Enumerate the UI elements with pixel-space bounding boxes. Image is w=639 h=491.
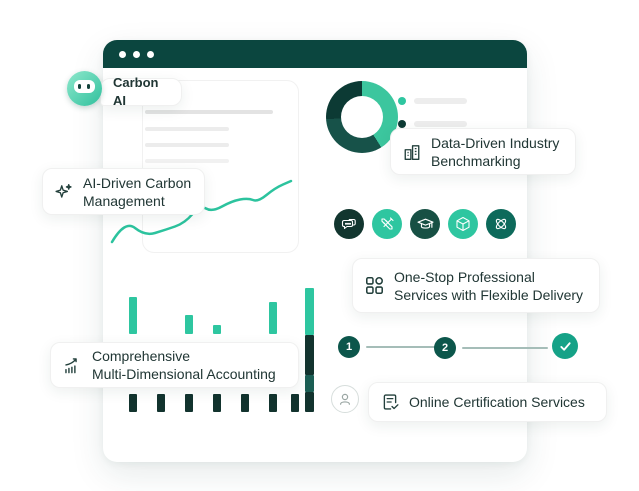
card-label-line2: Services with Flexible Delivery [394, 286, 584, 303]
bar-segment [269, 394, 277, 412]
legend-skeleton-label [414, 121, 467, 127]
bar-segment [304, 335, 314, 375]
trend-bars-arrow-icon [65, 357, 77, 373]
card-label-line1: One-Stop Professional [394, 268, 535, 285]
bar-segment [241, 394, 249, 412]
window-dot-1 [119, 51, 126, 58]
bar-segment [213, 325, 221, 334]
card-label-line1: Data-Driven Industry [431, 134, 560, 151]
browser-titlebar [103, 40, 527, 68]
card-label-line2: Multi-Dimensional Accounting [92, 366, 276, 382]
atom-icon[interactable] [486, 209, 516, 239]
buildings-icon [404, 144, 420, 160]
window-dot-3 [147, 51, 154, 58]
stepper-connector [462, 347, 548, 349]
bar-segment [129, 394, 137, 412]
bar-segment [185, 394, 193, 412]
person-icon [331, 385, 359, 413]
pencil-ruler-icon[interactable] [372, 209, 402, 239]
bar-segment [304, 288, 314, 335]
stepper-connector [366, 346, 435, 348]
card-label-line2: Management [83, 192, 165, 209]
check-icon [552, 333, 578, 359]
bar-segment [291, 394, 299, 412]
card-label-line2: Benchmarking [431, 152, 521, 169]
bot-name: Carbon AI [113, 75, 159, 108]
skeleton-line [145, 110, 273, 114]
bar-segment [304, 375, 314, 392]
skeleton-line [145, 159, 229, 163]
legend-item-1 [398, 97, 467, 105]
bar-segment [157, 394, 165, 412]
bar-segment [213, 394, 221, 412]
card-multidimensional-accounting[interactable]: Comprehensive Multi-Dimensional Accounti… [50, 342, 299, 388]
card-ai-driven-carbon-management[interactable]: AI-Driven Carbon Management [42, 168, 205, 215]
stepper-step-1: 1 [338, 336, 360, 358]
skeleton-line [145, 143, 229, 147]
card-data-driven-benchmarking[interactable]: Data-Driven Industry Benchmarking [390, 128, 576, 175]
bar-segment [269, 302, 277, 334]
legend-skeleton-label [414, 98, 467, 104]
bar-segment [304, 392, 314, 412]
chat-bubbles-icon[interactable] [334, 209, 364, 239]
cube-icon[interactable] [448, 209, 478, 239]
card-one-stop-services[interactable]: One-Stop Professional Services with Flex… [352, 258, 600, 313]
legend-swatch [398, 97, 406, 105]
legend-swatch [398, 120, 406, 128]
chat-panel [142, 80, 299, 253]
stacked-bar-chart [110, 280, 322, 412]
sparkles-icon [55, 183, 72, 198]
bar-segment [129, 297, 137, 334]
carbon-ai-bubble[interactable]: Carbon AI [100, 75, 182, 108]
donut-chart [326, 81, 398, 153]
card-label-line1: Comprehensive [92, 348, 191, 364]
legend-item-2 [398, 120, 467, 128]
window-dot-2 [133, 51, 140, 58]
robot-face-icon [67, 71, 102, 106]
card-online-certification[interactable]: Online Certification Services [368, 382, 607, 422]
card-label: Online Certification Services [409, 394, 585, 410]
stepper-step-2: 2 [434, 337, 456, 359]
document-check-icon [383, 394, 399, 410]
graduation-cap-icon[interactable] [410, 209, 440, 239]
skeleton-line [145, 127, 229, 131]
bar-segment [185, 315, 193, 334]
trend-line-chart [110, 179, 293, 244]
card-label-line1: AI-Driven Carbon [83, 174, 192, 191]
grid-squares-icon [366, 277, 383, 294]
